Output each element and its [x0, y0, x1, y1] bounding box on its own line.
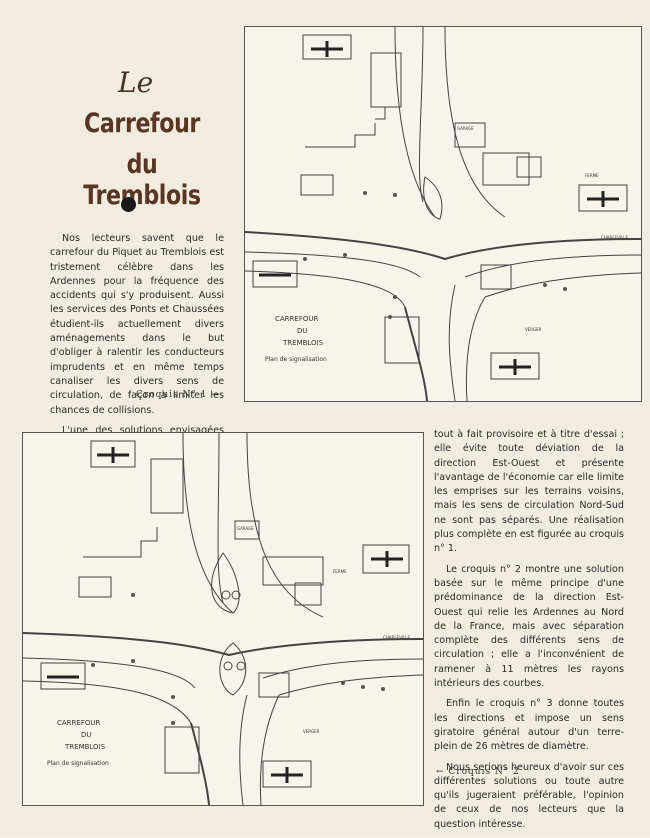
fig1-label-ferme: FERME: [585, 173, 599, 178]
intro-paragraph-1: Nos lecteurs savent que le carrefour du …: [50, 233, 224, 416]
croquis-2-figure: CARREFOUR DU TREMBLOIS Plan de signalisa…: [22, 432, 424, 806]
fig1-label-verger: VERGER: [525, 327, 542, 332]
fig2-label-charleville: CHARLEVILLE: [383, 635, 410, 640]
continuation-paragraph-4: Nous serions heureux d'avoir sur ces dif…: [434, 761, 624, 830]
fig2-caption-4: Plan de signalisation: [47, 760, 109, 767]
continuation-paragraph-2: Le croquis n° 2 montre une solution basé…: [434, 563, 624, 690]
croquis-1-drawing: CARREFOUR DU TREMBLOIS Plan de signalisa…: [245, 27, 641, 401]
fig1-label-garage: GARAGE: [457, 126, 474, 131]
fig1-caption-1: CARREFOUR: [275, 315, 318, 323]
fig1-caption-4: Plan de signalisation: [265, 356, 327, 363]
fig2-label-ferme: FERME: [333, 569, 347, 574]
fig2-caption-3: TREMBLOIS: [64, 743, 106, 751]
title-le: Le: [118, 66, 154, 99]
fig1-caption-3: TREMBLOIS: [282, 339, 324, 347]
fig2-label-verger: VERGER: [303, 729, 320, 734]
continuation-column: tout à fait provisoire et à titre d'essa…: [434, 428, 624, 838]
title-line-1: Carrefour: [84, 108, 200, 139]
continuation-paragraph-3: Enfin le croquis n° 3 donne toutes les d…: [434, 698, 624, 753]
fig2-label-garage: GARAGE: [237, 526, 254, 531]
fig1-label-charleville: CHARLEVILLE: [601, 235, 628, 240]
title-bullet: [121, 197, 136, 212]
croquis-2-drawing: CARREFOUR DU TREMBLOIS Plan de signalisa…: [23, 433, 423, 805]
croquis-2-caption: ← Croquis N° 2: [436, 767, 520, 777]
fig2-caption-2: DU: [81, 731, 92, 739]
fig1-caption-2: DU: [297, 327, 308, 335]
title-line-2: du Tremblois: [83, 149, 201, 211]
fig2-caption-1: CARREFOUR: [57, 719, 100, 727]
continuation-paragraph-1: tout à fait provisoire et à titre d'essa…: [434, 429, 625, 555]
croquis-1-figure: CARREFOUR DU TREMBLOIS Plan de signalisa…: [244, 26, 642, 402]
croquis-1-caption: Croquis N° 1 →: [136, 390, 220, 400]
